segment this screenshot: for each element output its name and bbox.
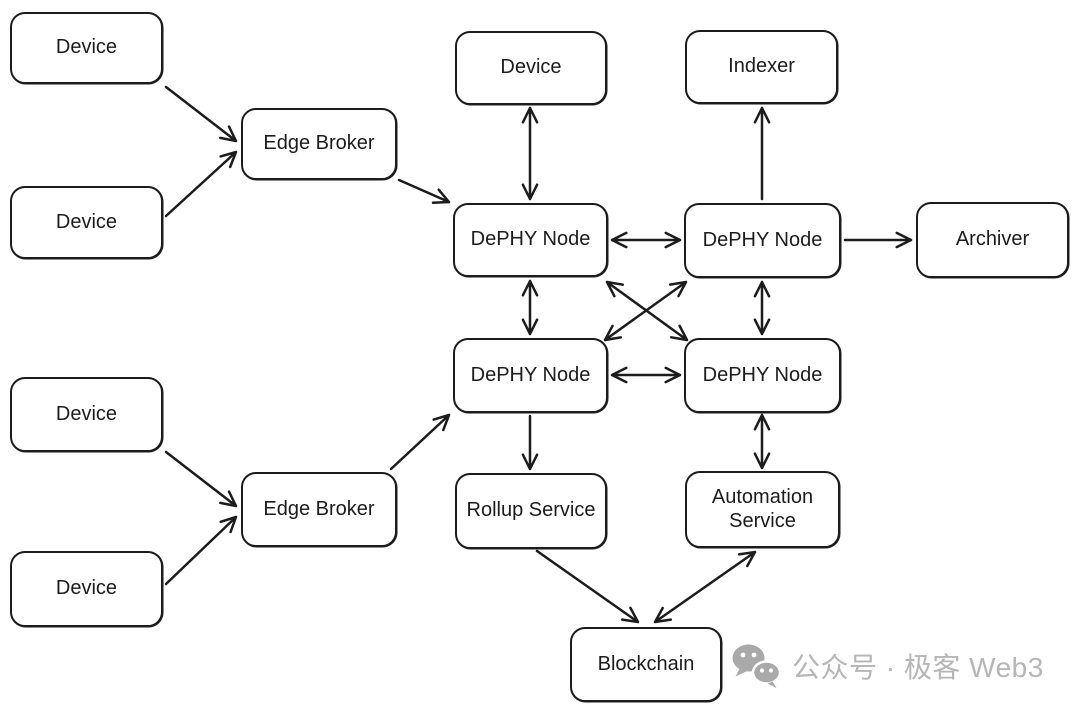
node-label: Blockchain (597, 652, 695, 675)
edge-edge-broker-top-to-dephy-top-left (397, 178, 451, 204)
node-label: Rollup Service (466, 499, 596, 522)
edge-device-center-to-dephy-top-left (521, 106, 539, 201)
node-label: Device (55, 402, 118, 425)
edge-dephy-top-right-to-indexer (753, 106, 771, 201)
node-label: DePHY Node (702, 363, 823, 386)
edge-dephy-top-right-to-dephy-bottom-left (603, 280, 688, 342)
node-device-center: Device (455, 31, 607, 105)
node-device-top-1: Device (10, 12, 163, 84)
wechat-icon (732, 644, 781, 688)
node-label: Automation Service (711, 485, 814, 532)
node-blockchain: Blockchain (570, 627, 722, 702)
node-label: Device (55, 210, 118, 233)
edge-edge-broker-bottom-to-dephy-bottom-left (389, 413, 451, 471)
node-device-bottom-1: Device (10, 377, 163, 452)
node-label: Edge Broker (263, 497, 375, 520)
node-device-top-2: Device (10, 186, 163, 259)
edge-dephy-top-right-to-archiver (843, 231, 913, 249)
edge-dephy-top-left-to-dephy-bottom-left (521, 279, 539, 336)
node-dephy-bottom-left: DePHY Node (453, 338, 608, 413)
edge-dephy-top-right-to-dephy-bottom-right (753, 280, 771, 336)
node-label: Indexer (728, 55, 795, 78)
node-edge-broker-bottom: Edge Broker (241, 472, 397, 547)
node-edge-broker-top: Edge Broker (241, 108, 397, 180)
node-dephy-bottom-right: DePHY Node (684, 338, 841, 413)
edge-dephy-bottom-left-to-dephy-bottom-right (610, 366, 682, 384)
edge-device-bottom-1-to-edge-broker-bottom (164, 450, 238, 508)
node-label: Device (500, 56, 562, 79)
node-label: Device (55, 36, 118, 59)
edge-device-bottom-2-to-edge-broker-bottom (164, 515, 238, 586)
node-archiver: Archiver (916, 202, 1069, 278)
node-label: Device (55, 577, 118, 600)
edge-device-top-2-to-edge-broker-top (164, 150, 238, 218)
edge-automation-service-to-blockchain (653, 550, 757, 624)
edge-rollup-service-to-blockchain (535, 549, 640, 624)
node-label: Archiver (955, 228, 1030, 251)
edge-dephy-top-left-to-dephy-top-right (610, 231, 682, 249)
edge-dephy-bottom-left-to-rollup-service (521, 414, 539, 471)
node-label: DePHY Node (470, 228, 591, 251)
node-indexer: Indexer (685, 30, 838, 104)
node-dephy-top-right: DePHY Node (684, 203, 841, 278)
node-label: DePHY Node (702, 228, 823, 251)
edge-device-top-1-to-edge-broker-top (164, 85, 238, 143)
node-automation-service: Automation Service (685, 471, 840, 548)
watermark: 公众号 · 极客 Web3 (731, 643, 1044, 688)
node-rollup-service: Rollup Service (455, 473, 607, 549)
node-dephy-top-left: DePHY Node (453, 203, 608, 277)
node-label: Edge Broker (263, 132, 375, 155)
edge-dephy-bottom-right-to-automation-service (753, 413, 771, 470)
node-device-bottom-2: Device (10, 551, 163, 627)
watermark-text: 公众号 · 极客 Web3 (792, 651, 1044, 683)
node-label: DePHY Node (470, 363, 591, 386)
